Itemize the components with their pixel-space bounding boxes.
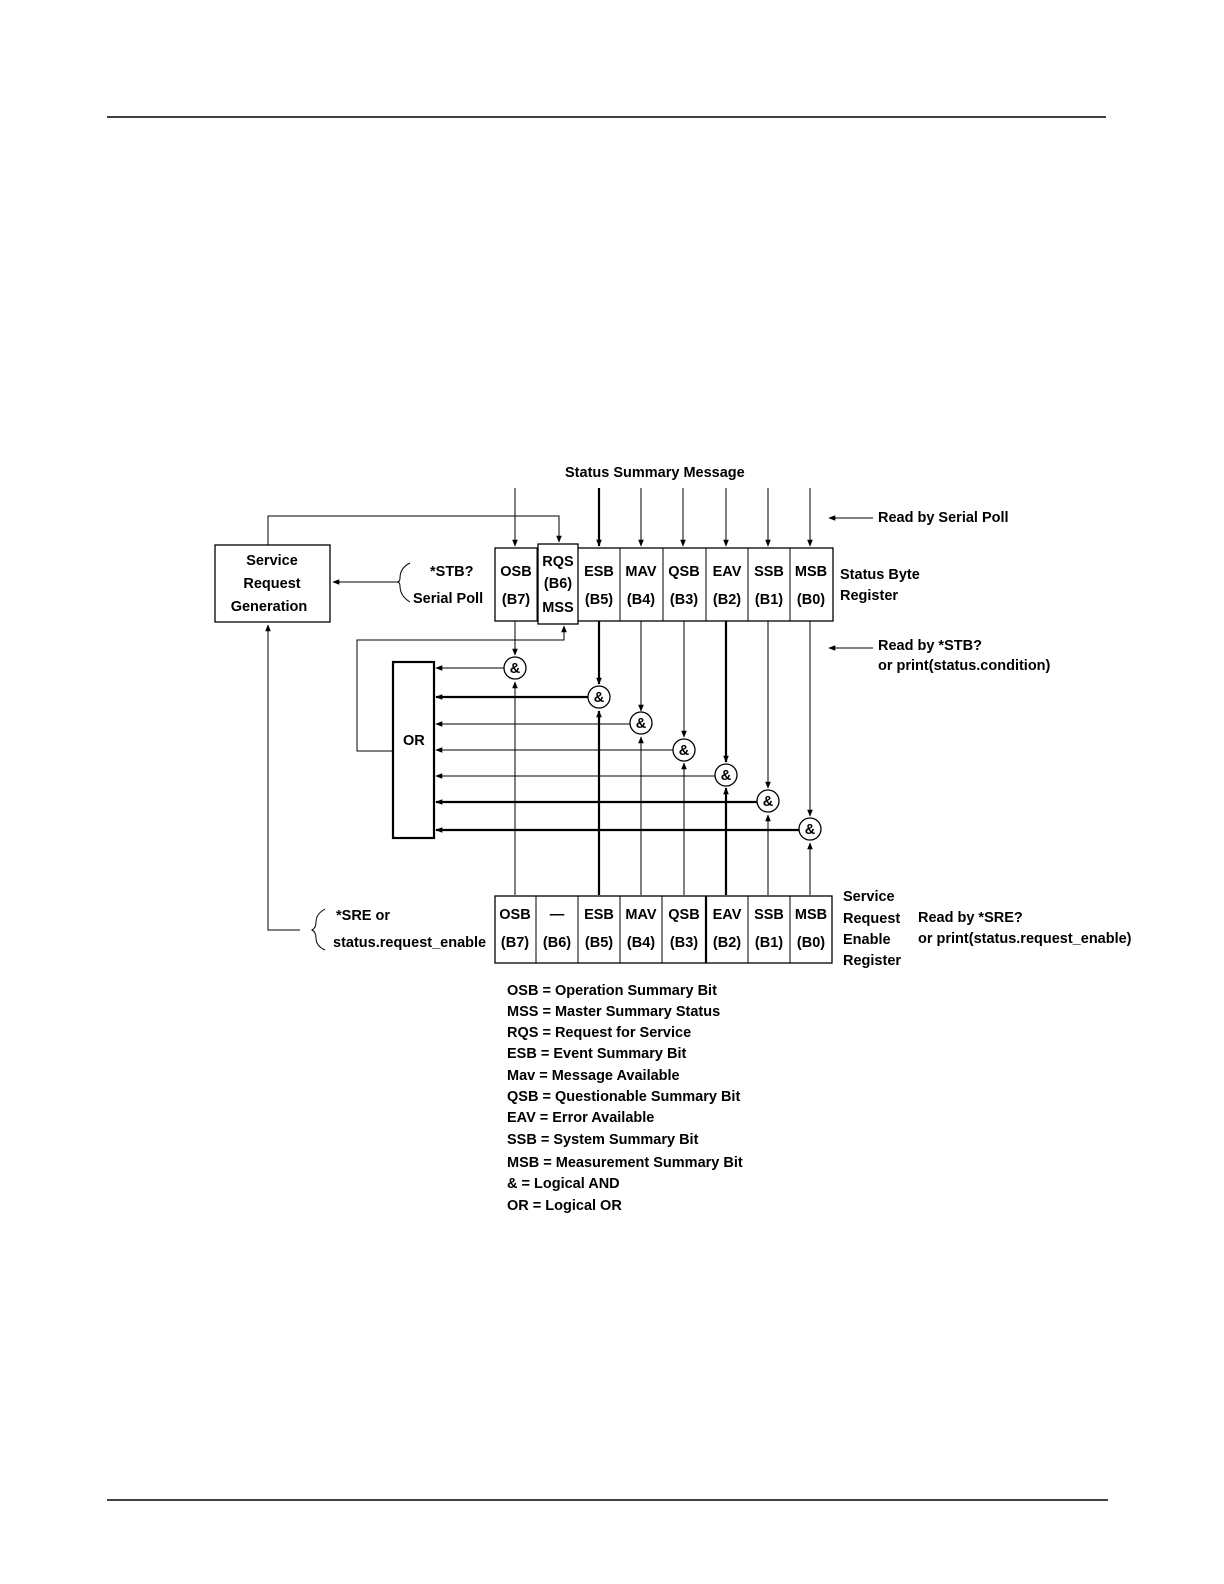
and-symbol-b5: & <box>594 690 605 706</box>
legend-item: & = Logical AND <box>507 1176 620 1192</box>
sre-cell-mav-name: MAV <box>625 907 656 923</box>
sre-cell-ssb-name: SSB <box>754 907 784 923</box>
stb-cell-mav-name: MAV <box>625 564 656 580</box>
stb-cell-qsb-name: QSB <box>668 564 699 580</box>
sre-cmd-line2: status.request_enable <box>333 935 486 951</box>
sre-register-label-line2: Request <box>843 911 900 927</box>
legend-item: RQS = Request for Service <box>507 1025 691 1041</box>
and-symbol-b7: & <box>510 661 521 677</box>
stb-cell-qsb-bit: (B3) <box>670 592 698 608</box>
legend-item: ESB = Event Summary Bit <box>507 1046 686 1062</box>
status-byte-register-label-line1: Status Byte <box>840 567 920 583</box>
sre-cell-msb-bit: (B0) <box>797 935 825 951</box>
and-symbol-b2: & <box>721 768 732 784</box>
sre-cell-esb-bit: (B5) <box>585 935 613 951</box>
stb-cell-rqs-name: RQS <box>542 554 574 570</box>
and-symbol-b1: & <box>763 794 774 810</box>
srg-label-line2: Request <box>243 576 300 592</box>
sre-cell-msb-name: MSB <box>795 907 827 923</box>
and-symbol-b4: & <box>636 716 647 732</box>
read-by-sre-label-line1: Read by *SRE? <box>918 910 1023 926</box>
or-gate-label: OR <box>403 733 425 749</box>
and-gates: & & & & & & & <box>435 621 822 895</box>
stb-cell-msb-name: MSB <box>795 564 827 580</box>
sre-cell-b6-name: — <box>550 907 565 923</box>
legend-item: QSB = Questionable Summary Bit <box>507 1089 740 1105</box>
sre-cell-osb-bit: (B7) <box>501 935 529 951</box>
stb-cell-mav-bit: (B4) <box>627 592 655 608</box>
status-byte-register: OSB (B7) RQS (B6) MSS ESB (B5) MAV (B4) … <box>494 543 834 625</box>
legend: OSB = Operation Summary Bit MSS = Master… <box>507 983 743 1214</box>
sre-cell-esb-name: ESB <box>584 907 614 923</box>
stb-cell-esb-bit: (B5) <box>585 592 613 608</box>
read-by-stb-label-line2: or print(status.condition) <box>878 658 1051 674</box>
service-request-enable-register: OSB (B7) — (B6) ESB (B5) MAV (B4) QSB (B… <box>494 895 833 964</box>
sre-cell-ssb-bit: (B1) <box>755 935 783 951</box>
status-summary-message-label: Status Summary Message <box>565 465 745 481</box>
sre-cell-qsb-name: QSB <box>668 907 699 923</box>
sre-cell-qsb-bit: (B3) <box>670 935 698 951</box>
legend-item: EAV = Error Available <box>507 1110 654 1126</box>
stb-cell-ssb-name: SSB <box>754 564 784 580</box>
sre-cell-eav-name: EAV <box>713 907 742 923</box>
stb-cell-rqs-bit: (B6) <box>544 576 572 592</box>
or-gate <box>391 660 436 840</box>
sre-cell-osb-name: OSB <box>499 907 530 923</box>
legend-item: Mav = Message Available <box>507 1068 680 1084</box>
stb-query-label: *STB? <box>430 564 474 580</box>
legend-item: OR = Logical OR <box>507 1198 622 1214</box>
stb-cell-esb-name: ESB <box>584 564 614 580</box>
legend-item: MSB = Measurement Summary Bit <box>507 1155 743 1171</box>
sre-register-label-line3: Enable <box>843 932 891 948</box>
and-symbol-b0: & <box>805 822 816 838</box>
status-byte-register-label-line2: Register <box>840 588 898 604</box>
stb-cell-eav-name: EAV <box>713 564 742 580</box>
legend-item: OSB = Operation Summary Bit <box>507 983 717 999</box>
read-by-serial-poll-label: Read by Serial Poll <box>878 510 1009 526</box>
sre-cell-mav-bit: (B4) <box>627 935 655 951</box>
legend-item: MSS = Master Summary Status <box>507 1004 720 1020</box>
legend-item: SSB = System Summary Bit <box>507 1132 699 1148</box>
srg-label-line3: Generation <box>231 599 308 615</box>
sre-register-label-line1: Service <box>843 889 895 905</box>
sre-brace <box>310 908 326 951</box>
sre-cell-b6-bit: (B6) <box>543 935 571 951</box>
stb-cell-osb-bit: (B7) <box>502 592 530 608</box>
sre-register-label-line4: Register <box>843 953 901 969</box>
stb-cell-mss-name: MSS <box>542 600 574 616</box>
service-request-generation-box <box>214 544 331 623</box>
stb-cell-ssb-bit: (B1) <box>755 592 783 608</box>
serial-poll-label: Serial Poll <box>413 591 483 607</box>
read-by-stb-label-line1: Read by *STB? <box>878 638 982 654</box>
stb-brace <box>396 562 411 603</box>
stb-cell-eav-bit: (B2) <box>713 592 741 608</box>
read-by-sre-label-line2: or print(status.request_enable) <box>918 931 1132 947</box>
rqs-cell <box>537 543 579 625</box>
and-symbol-b3: & <box>679 743 690 759</box>
sre-cmd-line1: *SRE or <box>336 908 390 924</box>
stb-cell-msb-bit: (B0) <box>797 592 825 608</box>
srg-label-line1: Service <box>246 553 298 569</box>
stb-cell-osb-name: OSB <box>500 564 531 580</box>
sre-cell-eav-bit: (B2) <box>713 935 741 951</box>
